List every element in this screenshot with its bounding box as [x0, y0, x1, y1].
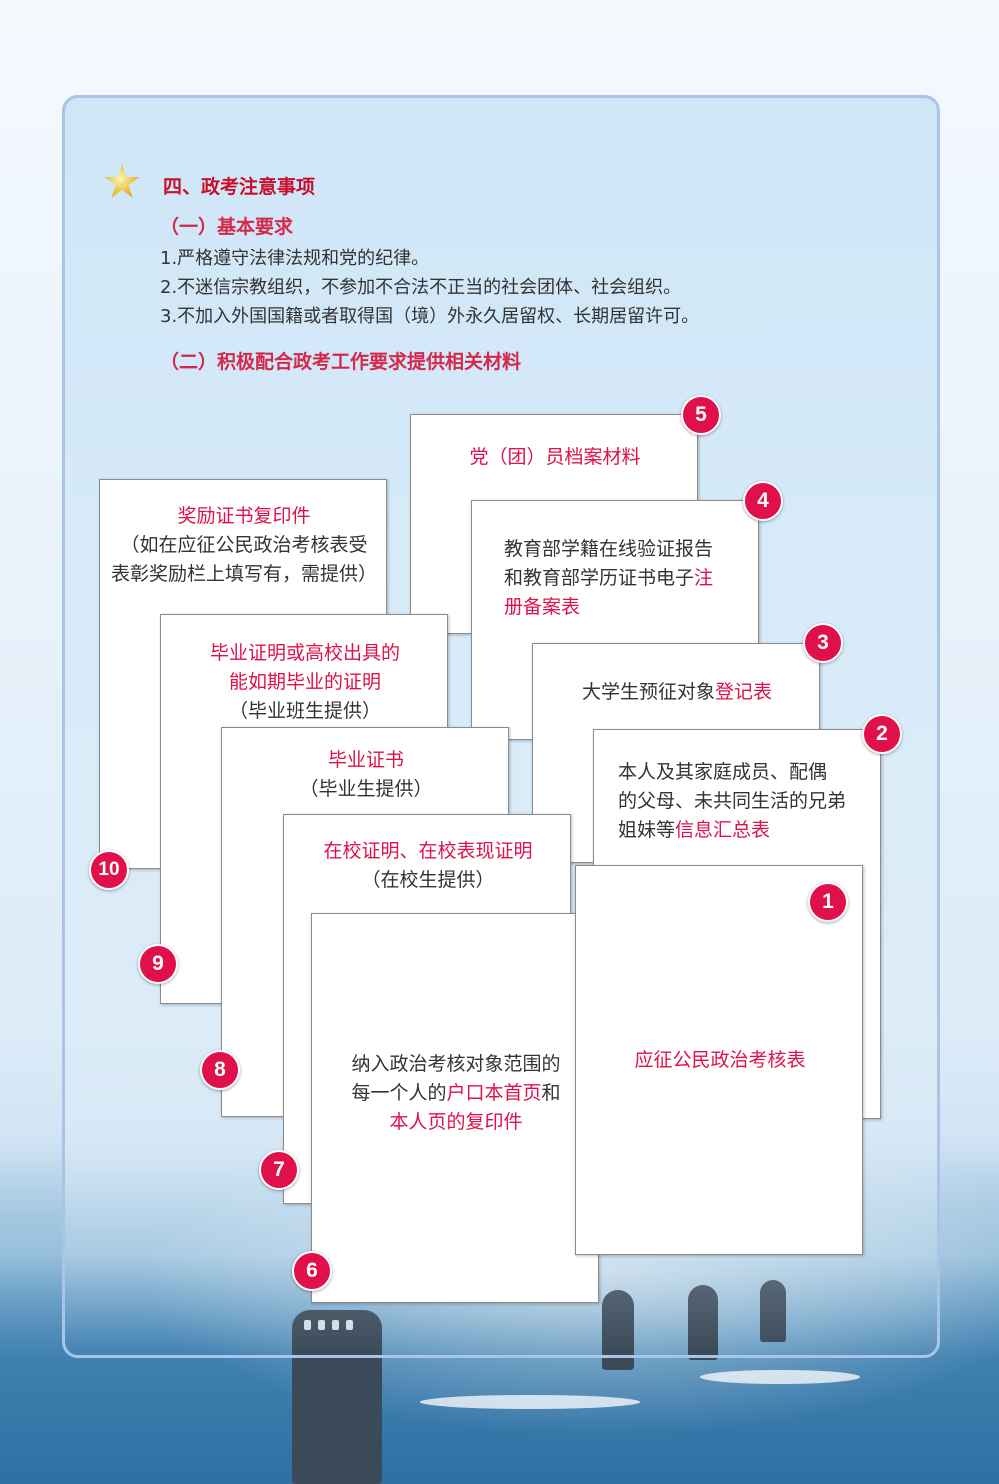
section-heading: 四、政考注意事项: [163, 176, 316, 198]
card-title: 奖励证书复印件: [177, 505, 311, 527]
card-text: 纳入政治考核对象范围的: [351, 1053, 561, 1075]
card-note: 表彰奖励栏上填写有，需提供）: [110, 563, 377, 585]
badge-1: 1: [808, 882, 848, 922]
card-title: 户口本首页: [446, 1082, 542, 1104]
card-political-review-form: 应征公民政治考核表: [575, 865, 863, 1255]
basic-requirements-title: （一）基本要求: [160, 216, 294, 238]
card-text: 教育部学籍在线验证报告: [504, 538, 714, 560]
badge-9: 9: [138, 944, 178, 984]
wave-foam-2: [700, 1370, 860, 1384]
card-note: （在校生提供）: [361, 869, 495, 891]
wave-foam: [420, 1395, 640, 1409]
card-text: 本人及其家庭成员、配偶: [618, 761, 828, 783]
card-title: 注: [694, 567, 714, 589]
card-title: 毕业证明或高校出具的: [209, 642, 400, 664]
card-text: 姐妹等: [618, 819, 676, 841]
card-title: 信息汇总表: [675, 819, 771, 841]
card-title: 在校证明、在校表现证明: [323, 840, 533, 862]
requirement-item-2: 2.不迷信宗教组织，不参加不合法不正当的社会团体、社会组织。: [160, 277, 682, 298]
card-text: 每一个人的: [351, 1082, 447, 1104]
card-note: （毕业班生提供）: [228, 700, 381, 722]
card-note: （如在应征公民政治考核表受: [120, 534, 368, 556]
badge-2: 2: [862, 714, 902, 754]
card-title: 党（团）员档案材料: [469, 446, 641, 468]
card-text: 大学生预征对象: [581, 681, 715, 703]
card-title: 册备案表: [504, 596, 581, 618]
card-note: （毕业生提供）: [299, 778, 433, 800]
materials-title: （二）积极配合政考工作要求提供相关材料: [160, 351, 522, 373]
badge-3: 3: [803, 623, 843, 663]
badge-10: 10: [89, 850, 129, 890]
card-title: 毕业证书: [327, 749, 404, 771]
card-title: 应征公民政治考核表: [634, 1049, 806, 1071]
card-title: 登记表: [715, 681, 773, 703]
badge-7: 7: [259, 1150, 299, 1190]
badge-6: 6: [292, 1251, 332, 1291]
card-text: 和: [541, 1082, 561, 1104]
card-text: 和教育部学历证书电子: [504, 567, 695, 589]
card-title: 本人页的复印件: [389, 1111, 523, 1133]
requirement-item-3: 3.不加入外国国籍或者取得国（境）外永久居留权、长期居留许可。: [160, 306, 700, 327]
requirement-item-1: 1.严格遵守法律法规和党的纪律。: [160, 248, 430, 269]
card-household-register: 纳入政治考核对象范围的 每一个人的户口本首页和 本人页的复印件: [311, 913, 599, 1303]
card-title: 能如期毕业的证明: [228, 671, 381, 693]
badge-4: 4: [743, 481, 783, 521]
badge-8: 8: [200, 1050, 240, 1090]
card-text: 的父母、未共同生活的兄弟: [618, 790, 847, 812]
badge-5: 5: [681, 395, 721, 435]
